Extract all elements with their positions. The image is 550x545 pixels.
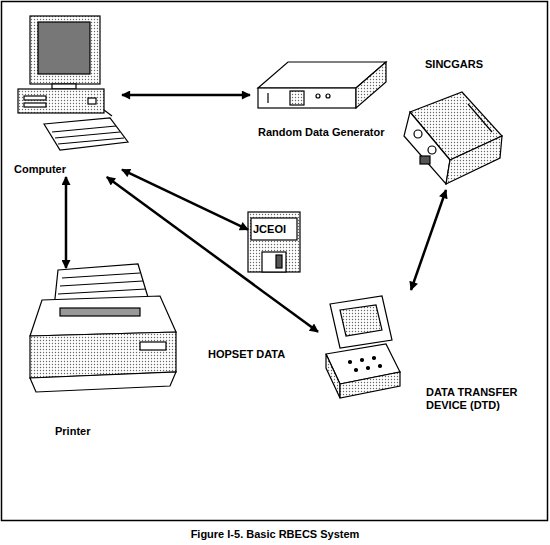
dtd-lid [330, 296, 392, 348]
dtd-screen [340, 305, 382, 336]
printer-base [30, 372, 176, 392]
floppy-disk-node: JCEOI [248, 212, 300, 272]
radio-knob [414, 130, 422, 138]
dtd-side [340, 372, 400, 398]
double-arrow [122, 94, 250, 97]
monitor-case [30, 16, 100, 84]
double-arrow [411, 190, 446, 290]
dtd-key [355, 369, 358, 372]
paper-line [58, 289, 146, 294]
power-button [88, 98, 96, 104]
drive-slot [24, 96, 46, 100]
control-panel [140, 342, 166, 350]
box-side [356, 62, 386, 108]
keyboard-cable [104, 110, 112, 116]
paper-line [62, 273, 140, 278]
edge-label: HOPSET DATA [208, 348, 285, 361]
double-arrow [65, 177, 68, 268]
computer-drawing [18, 16, 128, 150]
dtd-node: DATA TRANSFER DEVICE (DTD) [318, 290, 528, 415]
node-label: Printer [55, 425, 90, 438]
node-label: DATA TRANSFER DEVICE (DTD) [426, 386, 526, 412]
figure-frame [2, 2, 548, 521]
dtd-key [349, 361, 352, 364]
monitor-stand [52, 84, 76, 89]
system-unit [18, 89, 104, 113]
radio-knob [428, 146, 436, 154]
double-arrow [122, 170, 248, 230]
dtd-key [361, 359, 364, 362]
node-label: SINCGARS [425, 58, 483, 71]
panel-mark [267, 93, 268, 103]
paper-slot [60, 308, 140, 316]
printer-drawing [30, 264, 176, 392]
printer-top [30, 296, 176, 336]
radio-front-panel [404, 112, 450, 184]
drive-slot [24, 103, 46, 107]
front-panel [290, 91, 304, 105]
paper-line [60, 281, 143, 286]
node-label: Random Data Generator [258, 126, 385, 139]
disk-shutter [262, 252, 286, 272]
dtd-key [379, 365, 382, 368]
dtd-key [373, 357, 376, 360]
radio-display [420, 156, 430, 164]
random-data-generator-node: Random Data Generator [250, 60, 400, 145]
key-row [58, 138, 124, 144]
radio-side [446, 136, 502, 184]
dtd-key [367, 367, 370, 370]
disk-body [248, 212, 300, 272]
double-arrow [107, 177, 318, 332]
panel-light [326, 94, 330, 98]
node-label: JCEOI [253, 223, 286, 236]
monitor-screen [38, 22, 90, 74]
node-label: Computer [14, 163, 66, 176]
keyboard [44, 118, 128, 150]
sincgars-radio-drawing [404, 92, 502, 184]
dtd-front [326, 354, 340, 398]
computer-node: Computer [12, 12, 122, 177]
disk-label [251, 218, 297, 240]
figure-caption: Figure I-5. Basic RBECS System [0, 528, 550, 541]
printer-body [30, 332, 176, 378]
key-row [52, 126, 116, 132]
key-row [55, 132, 120, 138]
dtd-drawing [326, 296, 400, 398]
random-data-generator-drawing [258, 62, 386, 108]
panel-light [316, 94, 320, 98]
radio-ridge [468, 104, 492, 132]
floppy-disk-drawing [248, 212, 300, 272]
sincgars-node: SINCGARS [400, 55, 510, 190]
printer-node: Printer [28, 268, 178, 438]
shutter-slot [276, 255, 282, 268]
box-front [258, 88, 356, 108]
